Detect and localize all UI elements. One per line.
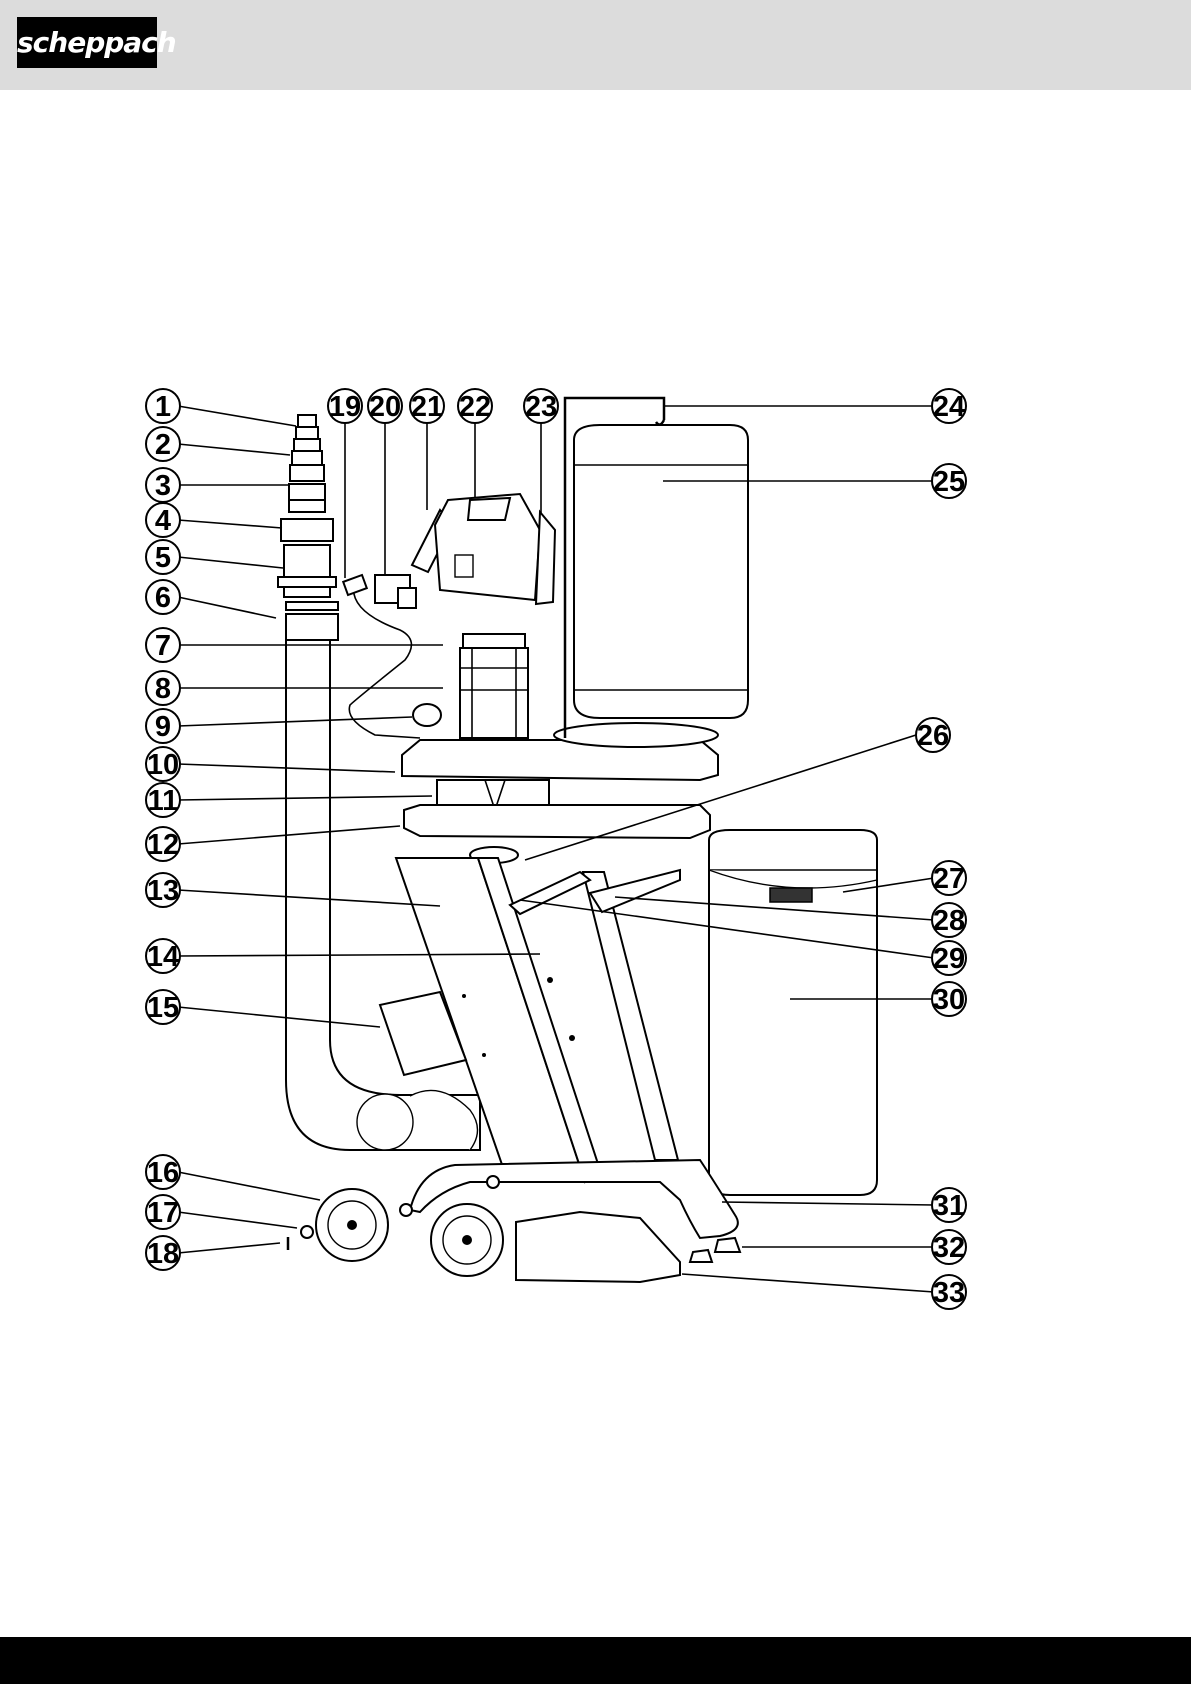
svg-text:32: 32 (933, 1232, 965, 1264)
callout-2: 2 (146, 427, 180, 461)
electric-motor (460, 648, 528, 738)
svg-text:31: 31 (933, 1190, 965, 1222)
callout-13: 13 (146, 873, 180, 907)
callout-32: 32 (932, 1230, 966, 1264)
svg-text:28: 28 (933, 905, 965, 937)
svg-text:26: 26 (917, 720, 949, 752)
foot-right (715, 1238, 740, 1252)
svg-text:29: 29 (933, 943, 965, 975)
svg-text:23: 23 (525, 391, 557, 423)
callout-5: 5 (146, 540, 180, 574)
callout-4: 4 (146, 503, 180, 537)
callout-20: 20 (368, 389, 402, 423)
svg-text:5: 5 (155, 542, 171, 574)
callout-28: 28 (932, 903, 966, 937)
svg-text:8: 8 (155, 673, 171, 705)
svg-text:20: 20 (369, 391, 401, 423)
callout-17: 17 (146, 1195, 180, 1229)
callout-12: 12 (146, 827, 180, 861)
svg-text:19: 19 (329, 391, 361, 423)
svg-text:6: 6 (155, 582, 171, 614)
svg-text:27: 27 (933, 863, 965, 895)
callout-16: 16 (146, 1155, 180, 1189)
callout-29: 29 (932, 941, 966, 975)
wheel-right (431, 1204, 503, 1276)
svg-text:24: 24 (933, 391, 965, 423)
filter-bag-ring (554, 723, 718, 747)
callout-14: 14 (146, 939, 180, 973)
callout-7: 7 (146, 628, 180, 662)
callout-23: 23 (524, 389, 558, 423)
svg-text:4: 4 (155, 505, 171, 537)
svg-text:3: 3 (155, 470, 171, 502)
callout-19: 19 (328, 389, 362, 423)
callout-9: 9 (146, 709, 180, 743)
page-footer-bar (0, 1637, 1191, 1684)
callout-8: 8 (146, 671, 180, 705)
svg-text:17: 17 (147, 1197, 179, 1229)
svg-text:1: 1 (155, 391, 171, 423)
washer (301, 1226, 313, 1238)
power-plug (343, 575, 367, 595)
capacitor (413, 704, 441, 726)
svg-text:7: 7 (155, 630, 171, 662)
callout-11: 11 (146, 783, 180, 817)
callout-21: 21 (410, 389, 444, 423)
callout-15: 15 (146, 990, 180, 1024)
callout-25: 25 (932, 464, 966, 498)
callout-31: 31 (932, 1188, 966, 1222)
motor-top-cap (463, 634, 525, 648)
callout-1: 1 (146, 389, 180, 423)
svg-text:14: 14 (147, 941, 179, 973)
svg-text:2: 2 (155, 429, 171, 461)
hose-adapter-stack (278, 415, 338, 640)
svg-text:12: 12 (147, 829, 179, 861)
callout-27: 27 (932, 861, 966, 895)
svg-text:15: 15 (147, 992, 179, 1024)
svg-text:18: 18 (147, 1238, 179, 1270)
base-cover (516, 1212, 680, 1282)
callout-24: 24 (932, 389, 966, 423)
svg-text:11: 11 (148, 785, 179, 817)
bag-clamp-buckle (770, 888, 812, 902)
svg-text:22: 22 (459, 391, 491, 423)
svg-text:21: 21 (411, 391, 443, 423)
wheel-left (316, 1189, 388, 1261)
fan-housing (404, 805, 710, 838)
hose-end (357, 1094, 413, 1150)
svg-text:25: 25 (933, 466, 965, 498)
callout-30: 30 (932, 982, 966, 1016)
callout-33: 33 (932, 1275, 966, 1309)
motor-cover-right-panel (536, 512, 555, 604)
callout-6: 6 (146, 580, 180, 614)
svg-text:33: 33 (933, 1277, 965, 1309)
callout-26: 26 (916, 718, 950, 752)
callout-18: 18 (146, 1236, 180, 1270)
svg-text:10: 10 (147, 749, 179, 781)
callout-22: 22 (458, 389, 492, 423)
svg-text:30: 30 (933, 984, 965, 1016)
svg-text:13: 13 (147, 875, 179, 907)
svg-text:16: 16 (147, 1157, 179, 1189)
filter-bag (574, 425, 748, 718)
foot-left (690, 1250, 712, 1262)
callout-3: 3 (146, 468, 180, 502)
svg-text:9: 9 (155, 711, 171, 743)
callout-10: 10 (146, 747, 180, 781)
